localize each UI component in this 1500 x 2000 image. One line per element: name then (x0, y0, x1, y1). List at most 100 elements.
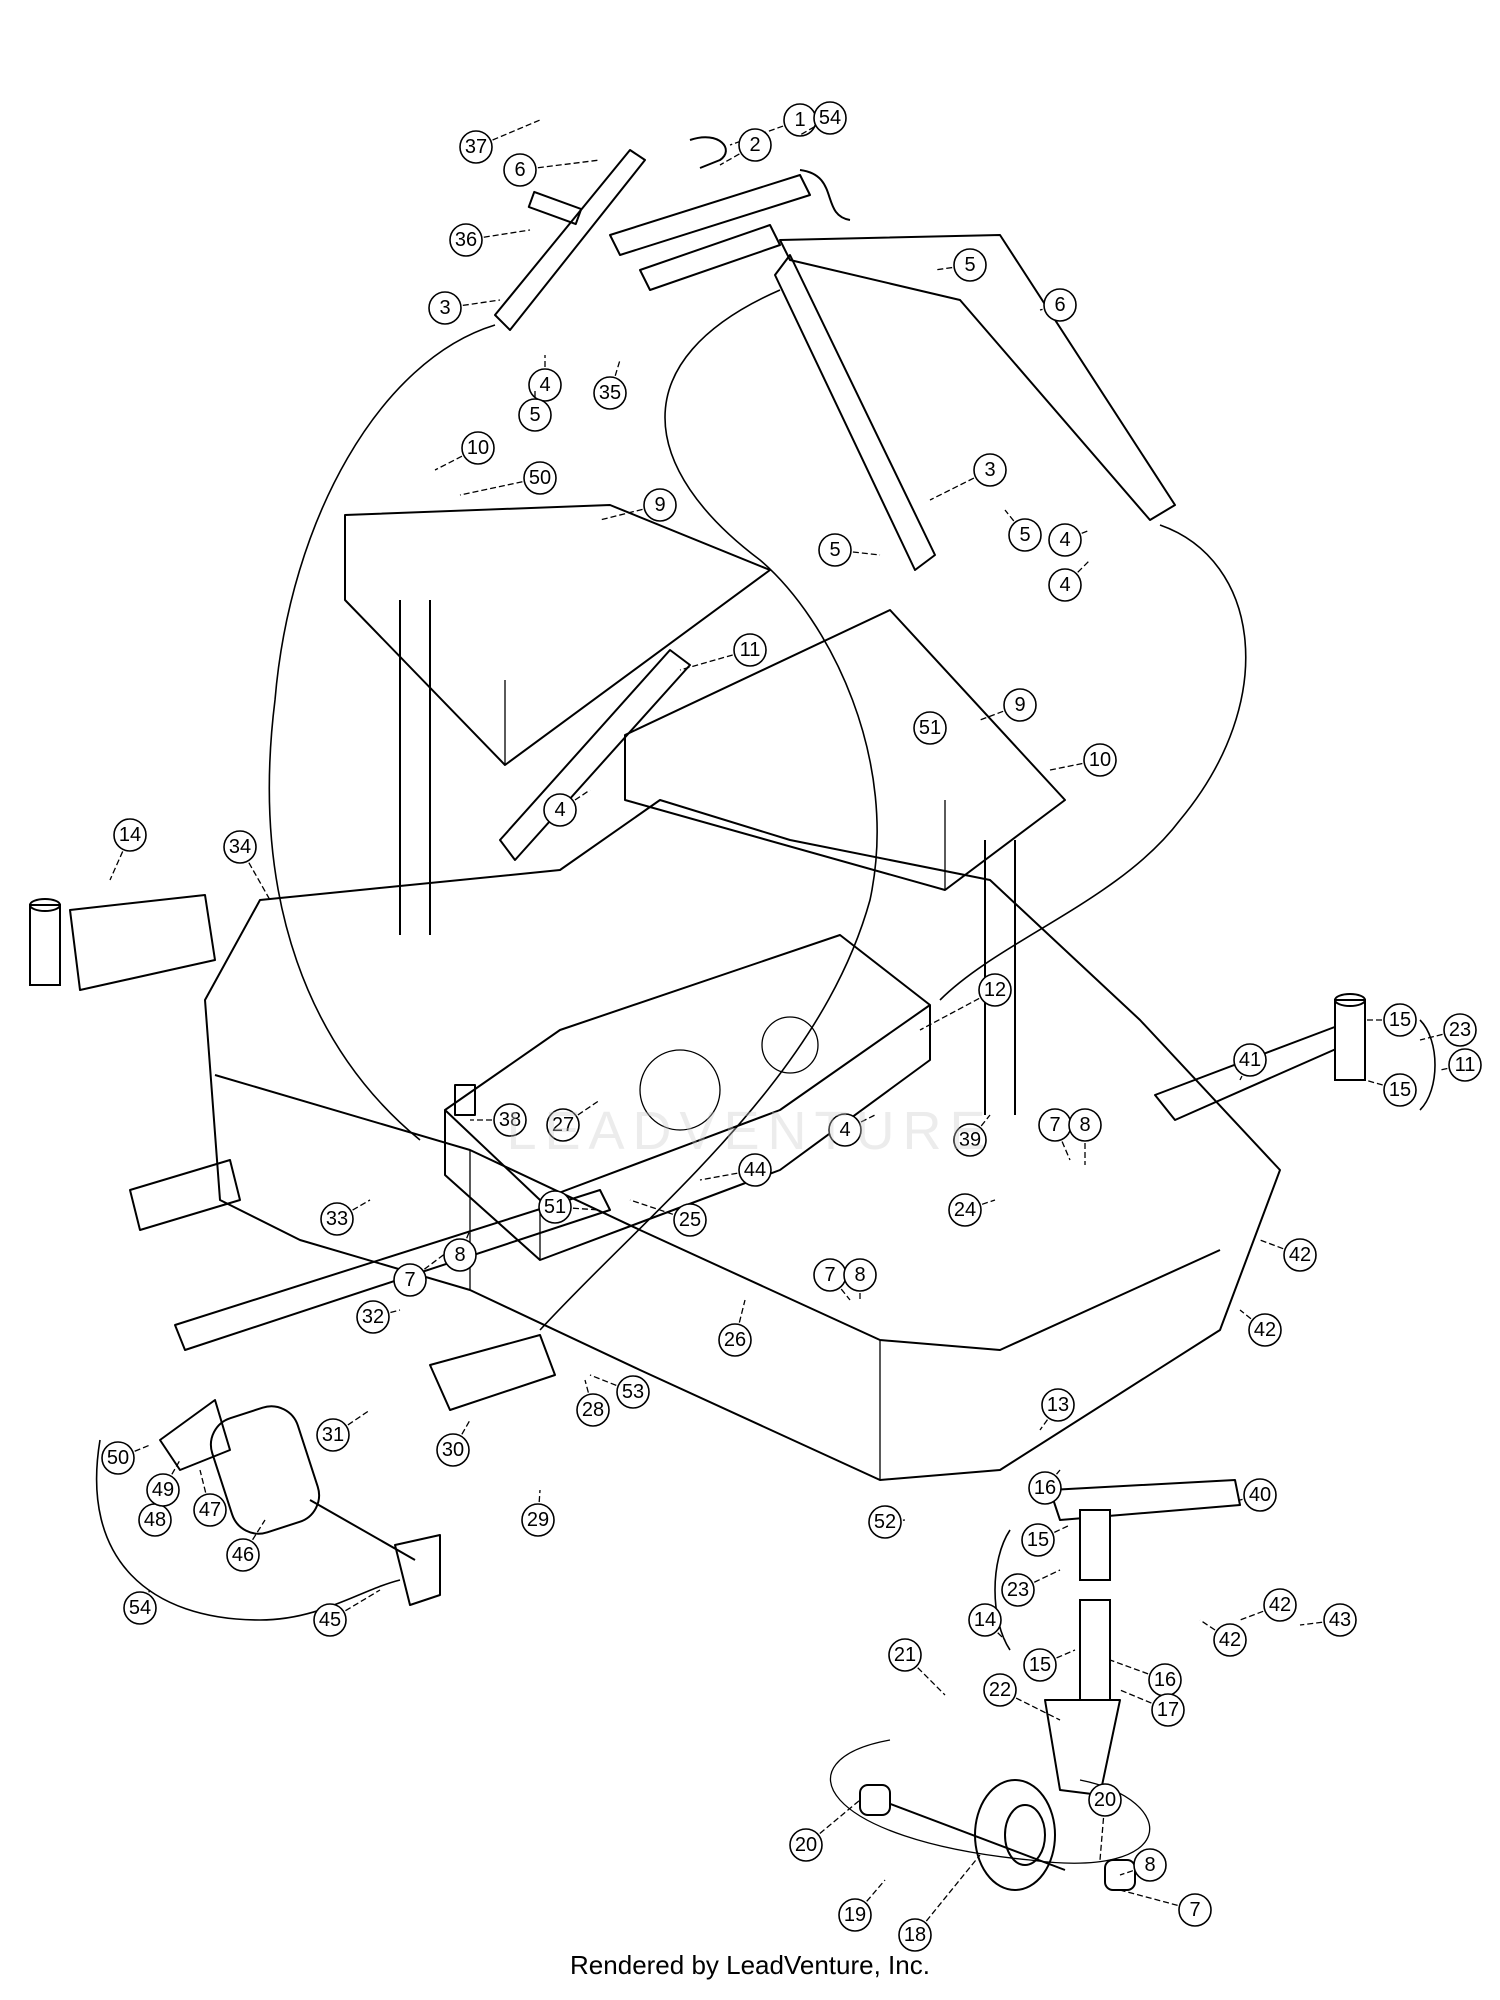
callout-number: 10 (1089, 749, 1111, 771)
callout-number: 2 (749, 134, 760, 156)
callout-number: 44 (744, 1159, 766, 1181)
callout-number: 51 (919, 717, 941, 739)
callout-number: 9 (1014, 694, 1025, 716)
callout-number: 8 (854, 1264, 865, 1286)
callout-leader-line (554, 1206, 601, 1211)
part-callout-31: 31 (316, 1418, 350, 1452)
part-callout-52: 52 (868, 1505, 902, 1539)
part-callout-25: 25 (673, 1203, 707, 1237)
part-callout-15: 15 (1021, 1523, 1055, 1557)
callout-leader-line (1039, 1649, 1076, 1666)
callout-number: 4 (1059, 574, 1070, 596)
callout-number: 38 (499, 1109, 521, 1131)
part-callout-50: 50 (523, 461, 557, 495)
callout-number: 4 (1059, 529, 1070, 551)
callout-number: 23 (1007, 1579, 1029, 1601)
callout-leader-line (242, 1519, 266, 1556)
callout-number: 42 (1254, 1319, 1276, 1341)
callout-leader-line (589, 1374, 634, 1393)
part-callout-10: 10 (461, 431, 495, 465)
callout-number: 49 (152, 1479, 174, 1501)
callout-number: 50 (529, 467, 551, 489)
part-callout-15: 15 (1383, 1073, 1417, 1107)
callout-number: 45 (319, 1609, 341, 1631)
part-callout-5: 5 (953, 248, 987, 282)
callout-leader-line (854, 1879, 886, 1916)
callout-number: 14 (974, 1609, 996, 1631)
callout-leader-line (719, 144, 756, 166)
callout-number: 46 (232, 1544, 254, 1566)
part-callout-21: 21 (888, 1638, 922, 1672)
callout-number: 16 (1154, 1669, 1176, 1691)
callout-leader-line (1017, 1569, 1061, 1591)
callout-number: 10 (467, 437, 489, 459)
callout-number: 40 (1249, 1484, 1271, 1506)
part-callout-5: 5 (518, 398, 552, 432)
callout-leader-line (979, 704, 1021, 721)
part-callout-34: 34 (223, 830, 257, 864)
callout-number: 1 (794, 109, 805, 131)
part-callout-8: 8 (1068, 1108, 1102, 1142)
part-callout-16: 16 (1148, 1663, 1182, 1697)
callout-number: 5 (529, 404, 540, 426)
part-callout-12: 12 (978, 973, 1012, 1007)
part-callout-15: 15 (1383, 1003, 1417, 1037)
part-callout-28: 28 (576, 1393, 610, 1427)
callout-number: 39 (959, 1129, 981, 1151)
part-callout-9: 9 (1003, 688, 1037, 722)
callout-number: 7 (1189, 1899, 1200, 1921)
part-callout-2: 2 (738, 128, 772, 162)
callout-leader-line (834, 549, 881, 556)
callout-number: 7 (824, 1264, 835, 1286)
callout-number: 4 (539, 374, 550, 396)
callout-number: 17 (1157, 1699, 1179, 1721)
callout-leader-line (1299, 1619, 1341, 1626)
callout-number: 15 (1027, 1529, 1049, 1551)
part-callout-42: 42 (1283, 1238, 1317, 1272)
part-callout-48: 48 (138, 1503, 172, 1537)
part-callout-53: 53 (616, 1375, 650, 1409)
callout-number: 4 (839, 1119, 850, 1141)
part-callout-43: 43 (1323, 1603, 1357, 1637)
callout-number: 7 (404, 1269, 415, 1291)
callout-number: 42 (1269, 1594, 1291, 1616)
callout-number: 53 (622, 1381, 644, 1403)
part-callout-7: 7 (1038, 1108, 1072, 1142)
part-callout-18: 18 (898, 1918, 932, 1952)
callout-number: 35 (599, 382, 621, 404)
callout-number: 5 (829, 539, 840, 561)
part-callout-1: 1 (783, 103, 817, 137)
callout-number: 37 (465, 136, 487, 158)
callout-number: 33 (326, 1208, 348, 1230)
callout-leader-line (336, 1199, 371, 1220)
callout-number: 25 (679, 1209, 701, 1231)
callout-leader-line (734, 1299, 746, 1341)
part-callout-19: 19 (838, 1898, 872, 1932)
part-callout-42: 42 (1263, 1588, 1297, 1622)
callout-number: 43 (1329, 1609, 1351, 1631)
part-callout-4: 4 (1048, 568, 1082, 602)
part-callout-6: 6 (503, 153, 537, 187)
callout-leader-line (1364, 1079, 1401, 1091)
callout-number: 23 (1449, 1019, 1471, 1041)
callout-number: 14 (119, 824, 141, 846)
callout-number: 19 (844, 1904, 866, 1926)
callout-number: 31 (322, 1424, 344, 1446)
part-callout-41: 41 (1233, 1043, 1267, 1077)
callout-number: 8 (454, 1244, 465, 1266)
left-front-bracket (29, 894, 216, 991)
part-callout-8: 8 (1133, 1848, 1167, 1882)
part-callout-5: 5 (818, 533, 852, 567)
part-callout-27: 27 (546, 1108, 580, 1142)
part-callout-49: 49 (146, 1473, 180, 1507)
callout-number: 28 (582, 1399, 604, 1421)
callout-number: 8 (1079, 1114, 1090, 1136)
part-callout-4: 4 (543, 793, 577, 827)
callout-number: 12 (984, 979, 1006, 1001)
part-callout-20: 20 (789, 1828, 823, 1862)
callout-number: 42 (1289, 1244, 1311, 1266)
callout-leader-line (1239, 1604, 1281, 1621)
callout-leader-line (1259, 1239, 1301, 1256)
